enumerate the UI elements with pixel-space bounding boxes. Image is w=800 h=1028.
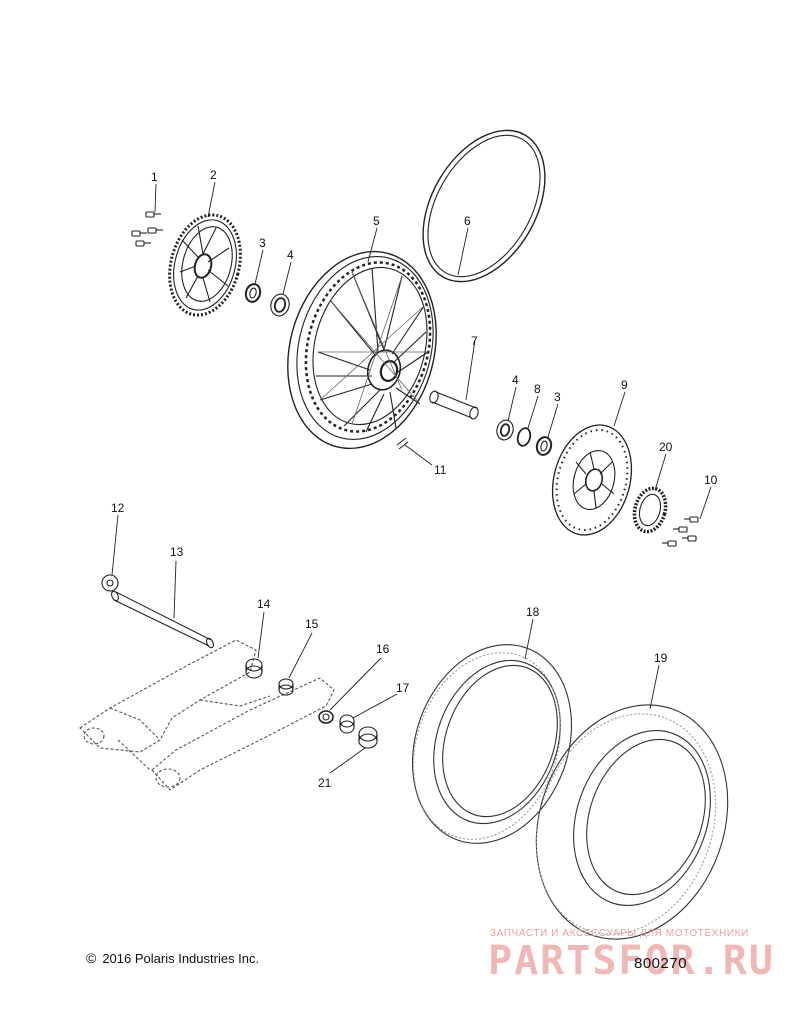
copyright-notice: © 2016 Polaris Industries Inc. (86, 950, 259, 966)
callout-17: 17 (396, 681, 410, 695)
callout-1: 1 (151, 170, 158, 184)
seal-right (535, 436, 553, 456)
cotter-pin (396, 437, 409, 450)
watermark-caption: ЗАПЧАСТИ И АКСЕССУАРЫ ДЛЯ МОТОТЕХНИКИ (490, 928, 749, 939)
axle-spacer (429, 390, 479, 420)
bearing-left (270, 293, 290, 317)
callout-12: 12 (111, 501, 125, 515)
callout-16: 16 (376, 642, 390, 656)
callout-4a: 4 (287, 248, 294, 262)
callout-4b: 4 (512, 373, 519, 387)
callout-5: 5 (373, 214, 380, 228)
callout-6: 6 (464, 214, 471, 228)
callout-8: 8 (534, 382, 541, 396)
callout-18: 18 (526, 605, 540, 619)
copyright-symbol: © (86, 950, 97, 966)
sprocket-bolts (131, 211, 163, 247)
callout-14: 14 (257, 597, 271, 611)
callout-19: 19 (654, 651, 668, 665)
leader-lines (111, 181, 712, 774)
callout-7: 7 (471, 334, 478, 348)
callout-9: 9 (621, 378, 628, 392)
adjuster-nut (318, 710, 334, 724)
abs-tone-ring (632, 486, 668, 534)
pivot-bushing (245, 658, 263, 679)
seal-left (244, 283, 262, 303)
watermark-brand: PARTSFOR.RU (488, 938, 775, 984)
disc-bolts (662, 516, 699, 547)
rear-wheel (287, 250, 437, 450)
bearing-right (496, 419, 514, 441)
callout-3a: 3 (259, 236, 266, 250)
callout-20: 20 (659, 440, 673, 454)
callout-21: 21 (318, 776, 332, 790)
callout-3b: 3 (554, 390, 561, 404)
rear-tire (535, 704, 729, 940)
callout-labels: 1 2 3 4 5 6 7 4 8 3 9 20 10 11 12 13 14 … (111, 168, 718, 790)
callout-2: 2 (210, 168, 217, 182)
callout-13: 13 (170, 545, 184, 559)
figure-number: 800270 (634, 955, 688, 972)
rim-strip (422, 129, 546, 283)
axle-washer (101, 574, 119, 592)
copyright-text: 2016 Polaris Industries Inc. (102, 951, 260, 966)
callout-11: 11 (434, 463, 447, 477)
snap-ring (516, 427, 532, 447)
callout-15: 15 (305, 617, 319, 631)
callout-10: 10 (704, 473, 718, 487)
axle-nut (339, 714, 355, 734)
rear-sprocket (168, 213, 242, 317)
axle-cap (358, 726, 378, 749)
swingarm (79, 639, 335, 791)
brake-disc (551, 424, 633, 536)
pivot-spacer (278, 678, 294, 696)
rear-axle (111, 590, 214, 649)
inner-tube (411, 644, 573, 844)
